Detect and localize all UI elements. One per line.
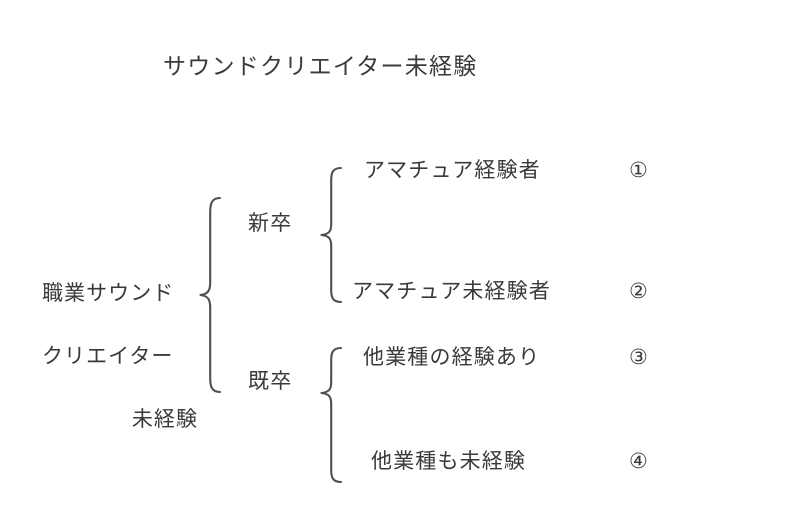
root-node-label-line-1: 職業サウンド bbox=[42, 281, 175, 305]
leaf-marker-2: ③ bbox=[629, 345, 648, 369]
root-node-label-line-2: クリエイター bbox=[42, 344, 174, 368]
leaf-marker-0: ① bbox=[629, 158, 648, 182]
branch-0-curly-brace-icon bbox=[320, 166, 343, 304]
diagram-title: サウンドクリエイター未経験 bbox=[163, 53, 478, 79]
branch-label-0: 新卒 bbox=[248, 212, 293, 235]
root-node-label-line-3: 未経験 bbox=[131, 407, 198, 431]
leaf-label-0: アマチュア経験者 bbox=[364, 159, 541, 182]
leaf-marker-3: ④ bbox=[629, 449, 648, 473]
root-curly-brace-icon bbox=[199, 196, 222, 394]
root-node-label: 職業サウンド クリエイター 未経験 bbox=[42, 246, 202, 467]
leaf-label-1: アマチュア未経験者 bbox=[352, 280, 551, 303]
leaf-marker-1: ② bbox=[629, 279, 648, 303]
leaf-label-2: 他業種の経験あり bbox=[363, 346, 541, 369]
branch-label-1: 既卒 bbox=[248, 370, 293, 393]
leaf-label-3: 他業種も未経験 bbox=[371, 450, 527, 473]
branch-1-curly-brace-icon bbox=[320, 346, 343, 484]
